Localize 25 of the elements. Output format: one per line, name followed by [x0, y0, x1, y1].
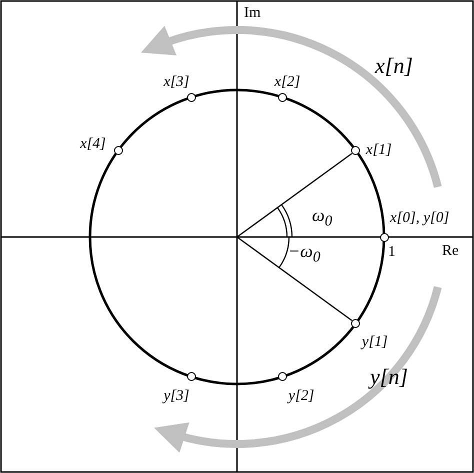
point-label: x[0], y[0]	[390, 211, 450, 226]
angle-label: ω$_{0}$	[312, 206, 332, 230]
point-marker	[351, 146, 360, 156]
point-label: y[1]	[362, 335, 388, 350]
point-label: x[4]	[80, 136, 106, 152]
radius-line	[236, 236, 352, 321]
point-marker	[114, 146, 123, 156]
point-marker	[187, 372, 196, 382]
point-marker	[278, 92, 287, 102]
point-label: x[2]	[274, 75, 300, 90]
axis-label: Im	[244, 6, 261, 21]
point-label: x[3]	[164, 75, 190, 90]
point-label: y[2]	[288, 388, 314, 404]
point-label: x[1]	[366, 142, 392, 158]
signal-label: x[n]	[375, 55, 413, 77]
point-label: y[3]	[164, 388, 190, 404]
radius-line	[236, 153, 352, 238]
angle-label: −ω$_{0}$	[288, 242, 320, 266]
signal-label: y[n]	[370, 366, 408, 388]
point-marker	[187, 92, 196, 102]
point-marker	[380, 232, 388, 242]
axis-label: Re	[442, 244, 459, 259]
point-marker	[278, 372, 287, 382]
point-marker	[351, 318, 360, 328]
tick-label: 1	[388, 245, 396, 260]
